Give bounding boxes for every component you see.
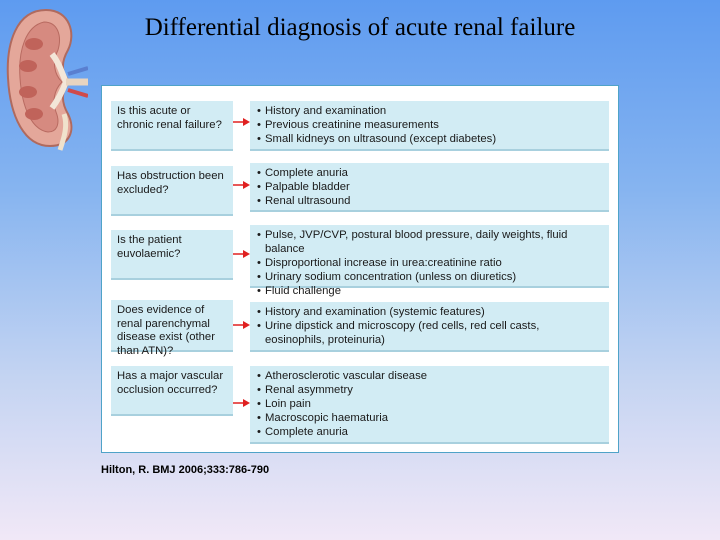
answer-item: Urine dipstick and microscopy (red cells… bbox=[257, 319, 602, 347]
answer-item: Complete anuria bbox=[257, 425, 602, 439]
question-box: Has a major vascular occlusion occurred? bbox=[111, 366, 233, 416]
arrow-icon bbox=[233, 321, 250, 329]
answer-box: History and examination Previous creatin… bbox=[250, 101, 609, 151]
arrow-icon bbox=[233, 399, 250, 407]
question-box: Is this acute or chronic renal failure? bbox=[111, 101, 233, 151]
answer-item: Disproportional increase in urea:creatin… bbox=[257, 256, 602, 270]
arrow-icon bbox=[233, 181, 250, 189]
answer-item: Palpable bladder bbox=[257, 180, 602, 194]
page-title: Differential diagnosis of acute renal fa… bbox=[144, 14, 576, 41]
diagnosis-panel: Is this acute or chronic renal failure? … bbox=[101, 85, 619, 453]
question-box: Has obstruction been excluded? bbox=[111, 166, 233, 216]
citation: Hilton, R. BMJ 2006;333:786-790 bbox=[101, 464, 270, 476]
answer-item: Previous creatinine measurements bbox=[257, 118, 602, 132]
question-text: Has a major vascular occlusion occurred? bbox=[117, 370, 224, 396]
answer-item: Small kidneys on ultrasound (except diab… bbox=[257, 132, 602, 146]
answer-item: History and examination (systemic featur… bbox=[257, 305, 602, 319]
question-box: Does evidence of renal parenchymal disea… bbox=[111, 300, 233, 357]
question-text: Does evidence of renal parenchymal disea… bbox=[117, 304, 215, 357]
answer-item: Complete anuria bbox=[257, 166, 602, 180]
question-text: Has obstruction been excluded? bbox=[117, 170, 224, 196]
arrow-icon bbox=[233, 118, 250, 126]
question-text: Is the patient euvolaemic? bbox=[117, 234, 182, 260]
answer-item: Loin pain bbox=[257, 397, 602, 411]
answer-item: Atherosclerotic vascular disease bbox=[257, 369, 602, 383]
answer-item: Urinary sodium concentration (unless on … bbox=[257, 270, 602, 284]
answer-item: Macroscopic haematuria bbox=[257, 411, 602, 425]
answer-item: Fluid challenge bbox=[257, 284, 602, 298]
answer-item: Renal ultrasound bbox=[257, 194, 602, 208]
answer-box: History and examination (systemic featur… bbox=[250, 302, 609, 352]
answer-item: Renal asymmetry bbox=[257, 383, 602, 397]
question-text: Is this acute or chronic renal failure? bbox=[117, 105, 222, 131]
question-box: Is the patient euvolaemic? bbox=[111, 230, 233, 280]
arrow-icon bbox=[233, 250, 250, 258]
kidney-illustration bbox=[6, 8, 88, 151]
answer-box: Atherosclerotic vascular disease Renal a… bbox=[250, 366, 609, 444]
answer-box: Pulse, JVP/CVP, postural blood pressure,… bbox=[250, 225, 609, 298]
answer-item: Pulse, JVP/CVP, postural blood pressure,… bbox=[257, 228, 602, 256]
answer-item: History and examination bbox=[257, 104, 602, 118]
answer-box: Complete anuria Palpable bladder Renal u… bbox=[250, 163, 609, 212]
